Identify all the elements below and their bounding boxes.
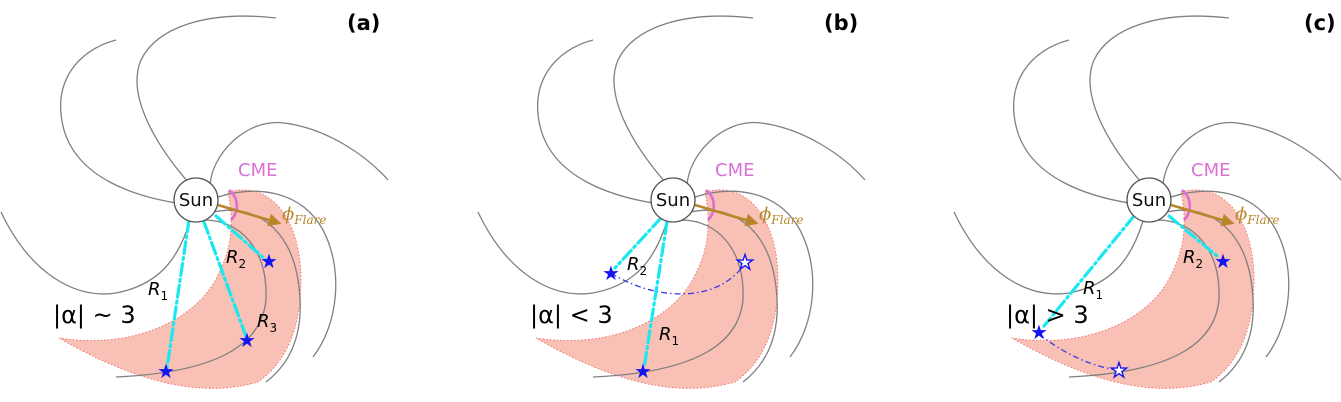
flare-label: ϕFlare <box>759 204 803 227</box>
panel-label: (c) <box>1304 11 1336 35</box>
panel-label: (b) <box>824 11 858 35</box>
alpha-label: |α| ~ 3 <box>53 301 136 329</box>
ray-r3 <box>202 220 249 341</box>
sun <box>173 177 219 223</box>
ray-r1 <box>1042 214 1136 328</box>
ray-label-r2: R2 <box>627 254 647 278</box>
ray-label-r2: R2 <box>226 247 246 271</box>
star-group-b: ★ ★ ★ <box>602 249 755 383</box>
sun-label: Sun <box>656 190 690 211</box>
panel-b: Sun CME ϕFlare R1 R2 |α| < 3 (b) <box>477 11 866 389</box>
ray-r1 <box>165 218 191 370</box>
cme-region <box>535 189 779 389</box>
alpha-label: |α| < 3 <box>530 301 613 329</box>
star-group-c: ★ ★ ★ <box>1030 249 1232 383</box>
cme-label: CME <box>238 160 277 181</box>
spacecraft-star-filled: ★ <box>238 328 256 352</box>
ray-r1 <box>642 220 669 370</box>
spacecraft-star-filled: ★ <box>602 261 620 285</box>
ray-r2 <box>1167 214 1219 258</box>
cme-angular-extent-arc <box>1181 188 1192 221</box>
ray-label-r1: R1 <box>148 279 168 303</box>
ray-label-r1: R1 <box>659 324 679 348</box>
cme-region <box>1011 189 1255 389</box>
sun <box>1126 177 1172 223</box>
sun-label: Sun <box>1132 190 1166 211</box>
flare-label: ϕFlare <box>282 204 326 227</box>
flare-direction-arrow <box>1170 203 1235 227</box>
ray-r2 <box>214 214 268 262</box>
cme-label: CME <box>715 160 754 181</box>
panel-c: Sun CME ϕFlare R1 R2 |α| > 3 (c) <box>953 11 1341 389</box>
alpha-label: |α| > 3 <box>1006 301 1089 329</box>
flare-label: ϕFlare <box>1235 204 1279 227</box>
flare-direction-arrow <box>217 203 282 227</box>
spacecraft-star-open: ★ <box>1110 358 1128 382</box>
cme-angular-extent-arc <box>228 188 239 221</box>
panel-label: (a) <box>347 11 380 35</box>
star-group-a: ★ ★ ★ <box>157 249 278 383</box>
sun-label: Sun <box>179 190 213 211</box>
ray-r2 <box>613 216 663 270</box>
ray-label-r3: R3 <box>257 311 277 335</box>
ray-label-r2: R2 <box>1183 247 1203 271</box>
flare-direction-arrow <box>694 203 759 227</box>
spacecraft-star-open: ★ <box>736 250 754 274</box>
cme-angular-extent-arc <box>705 188 716 221</box>
field-line-connection-arc <box>1038 333 1120 371</box>
ray-label-r1: R1 <box>1083 278 1103 302</box>
spacecraft-star-filled: ★ <box>1030 320 1048 344</box>
spacecraft-star-filled: ★ <box>634 359 652 383</box>
field-line-connection-arc <box>610 262 746 295</box>
spacecraft-star-filled: ★ <box>1214 249 1232 273</box>
panel-a: Sun CME ϕFlare R1 R2 R3 |α| ~ 3 (a) <box>0 11 389 389</box>
sun <box>650 177 696 223</box>
cme-label: CME <box>1191 160 1230 181</box>
spacecraft-star-filled: ★ <box>260 249 278 273</box>
spacecraft-star-filled: ★ <box>157 359 175 383</box>
